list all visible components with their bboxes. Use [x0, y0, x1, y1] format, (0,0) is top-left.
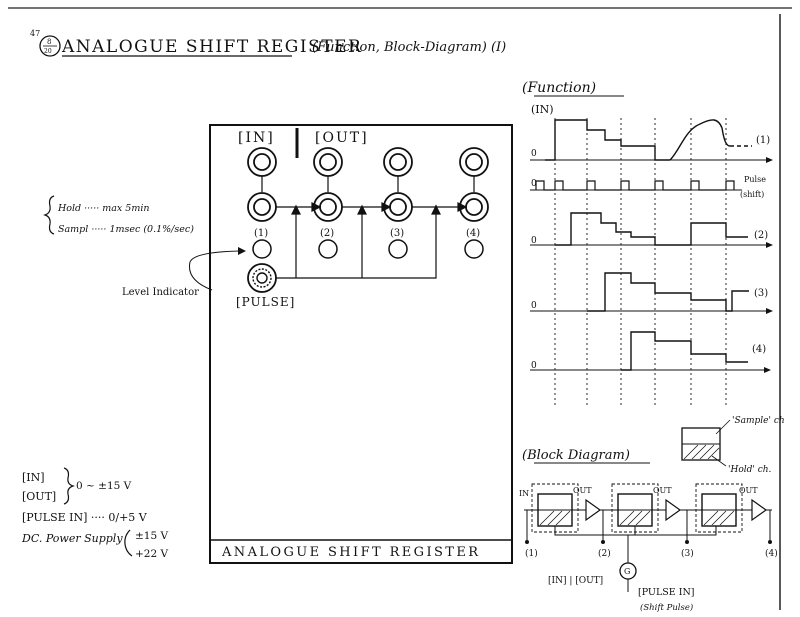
- trace-4-zero: 0: [531, 361, 537, 371]
- spec-dc-v2: +22 V: [135, 548, 168, 560]
- channel-label-2: (2): [320, 228, 334, 239]
- specifications: [IN] [OUT] 0 ~ ±15 V [PULSE IN] ···· 0/+…: [21, 467, 168, 560]
- trace-pulse-sub: (shift): [740, 190, 764, 199]
- trace-4: 0 (4): [530, 331, 771, 373]
- page-subtitle: (Function, Block-Diagram) (I): [312, 40, 506, 55]
- page-number: 47: [30, 29, 40, 38]
- hold-spec: Hold ····· max 5min: [57, 203, 150, 214]
- block-out-3: OUT: [739, 486, 758, 495]
- spec-out: [OUT]: [22, 490, 56, 503]
- output-jack-1[interactable]: [247, 147, 277, 177]
- spec-pulse-in: [PULSE IN] ···· 0/+5 V: [22, 511, 148, 524]
- trace-2-zero: 0: [531, 236, 537, 246]
- panel-out-label: [OUT]: [315, 130, 369, 146]
- level-lamp-1: [252, 239, 272, 259]
- block-stage-2: OUT: [611, 483, 682, 533]
- time-markers: [554, 118, 727, 405]
- channel-label-4: (4): [466, 228, 480, 239]
- output-jack-4[interactable]: [459, 147, 489, 177]
- block-stage-1: OUT: [531, 483, 602, 533]
- block-stage-label-4: (4): [765, 548, 778, 559]
- svg-text:G: G: [624, 567, 630, 576]
- block-pulse-in: [PULSE IN]: [638, 587, 694, 598]
- panel-outline: [209, 124, 513, 564]
- function-diagram: (Function) (IN) 0 (1) 0 Pulse (s: [522, 80, 773, 405]
- trace-in: 0 (1): [530, 119, 773, 163]
- front-panel: ANALOGUE SHIFT REGISTER [IN] [OUT]: [43, 124, 513, 564]
- output-jack-3[interactable]: [383, 147, 413, 177]
- block-stage-label-3: (3): [681, 548, 694, 559]
- trace-label-3: (3): [754, 288, 768, 299]
- trace-label-2: (2): [754, 230, 768, 241]
- spec-dc-label: DC. Power Supply: [21, 532, 123, 545]
- date-numerator: 8: [47, 38, 51, 46]
- spec-in: [IN]: [22, 471, 45, 484]
- level-indicator-label: Level Indicator: [122, 287, 199, 298]
- panel-nameplate: ANALOGUE SHIFT REGISTER: [221, 545, 480, 560]
- block-out-2: OUT: [653, 486, 672, 495]
- function-title: (Function): [522, 80, 596, 96]
- block-pulse-sub: (Shift Pulse): [640, 602, 693, 613]
- date-circle: [39, 35, 61, 57]
- pulse-label: [PULSE]: [236, 295, 295, 309]
- trace-label-1: (1): [756, 135, 770, 146]
- channel-label-3: (3): [390, 228, 404, 239]
- block-bottom-in-out: [IN] | [OUT]: [548, 576, 603, 586]
- level-lamp-2: [318, 239, 338, 259]
- block-stage-3: OUT: [695, 483, 768, 533]
- paper-border: [8, 7, 792, 610]
- trace-3-zero: 0: [531, 301, 537, 311]
- sample-spec: Sampl ····· 1msec (0.1%/sec): [58, 224, 194, 235]
- spec-dc-v1: ±15 V: [135, 530, 168, 542]
- level-lamp-3: [388, 239, 408, 259]
- trace-2: 0 (2): [530, 212, 773, 248]
- output-jack-2[interactable]: [313, 147, 343, 177]
- trace-in-zero: 0: [531, 149, 537, 159]
- block-stage-label-1: (1): [525, 548, 538, 559]
- block-out-1: OUT: [573, 486, 592, 495]
- block-wires: [524, 509, 772, 563]
- header: 47 8 20 ANALOGUE SHIFT REGISTER (Functio…: [30, 29, 506, 57]
- date-denominator: 20: [44, 48, 52, 55]
- block-legend: 'Sample' ch 'Hold' ch.: [681, 416, 785, 475]
- block-stage-label-2: (2): [598, 548, 611, 559]
- pulse-jack[interactable]: [247, 263, 277, 293]
- legend-hold-ch: 'Hold' ch.: [728, 465, 772, 475]
- trace-pulse-zero: 0: [531, 179, 537, 189]
- panel-in-label: [IN]: [238, 130, 275, 146]
- level-lamp-4: [464, 239, 484, 259]
- channel-label-1: (1): [254, 228, 268, 239]
- trace-pulse: 0 Pulse (shift): [530, 175, 766, 199]
- block-diagram: (Block Diagram) 'Sample' ch 'Hold' ch. I…: [519, 416, 785, 613]
- function-in-label: (IN): [531, 103, 554, 116]
- block-title: (Block Diagram): [522, 448, 630, 463]
- trace-3: 0 (3): [530, 272, 773, 314]
- legend-sample-ch: 'Sample' ch: [732, 416, 785, 426]
- pulse-bus: [276, 204, 441, 279]
- block-in-label: IN: [519, 489, 529, 498]
- trace-pulse-label: Pulse: [744, 175, 766, 184]
- spec-range: 0 ~ ±15 V: [76, 480, 132, 492]
- stage-jack-1[interactable]: [247, 192, 277, 222]
- page-title: ANALOGUE SHIFT REGISTER: [61, 37, 362, 57]
- trace-label-4: (4): [752, 344, 766, 355]
